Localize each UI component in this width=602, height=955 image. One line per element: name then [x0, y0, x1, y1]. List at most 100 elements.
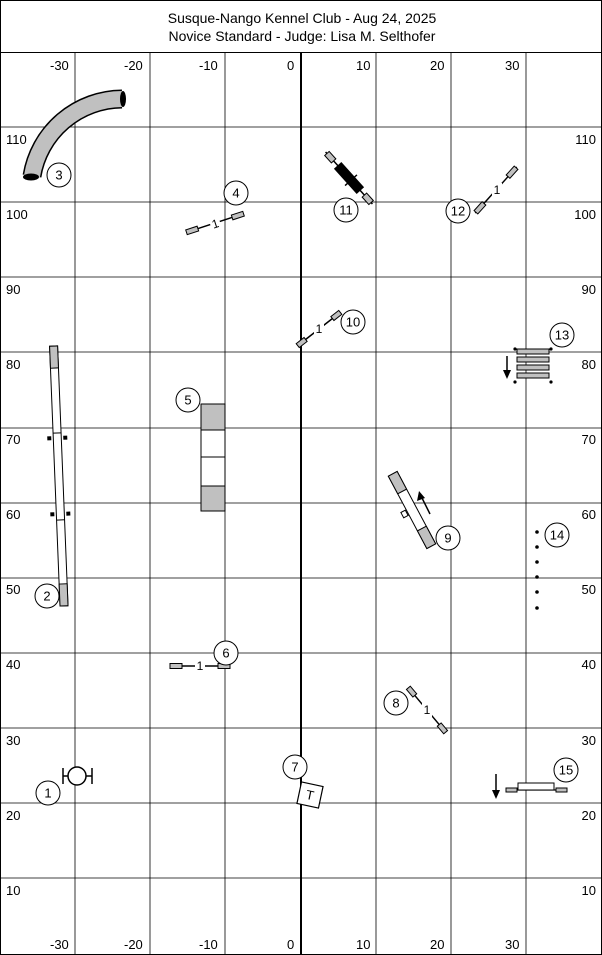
axis-top-label: 20 [430, 58, 444, 73]
obstacle-number-text: 10 [346, 315, 360, 330]
obstacle-number-text: 9 [444, 531, 451, 546]
axis-top-label: -30 [50, 58, 69, 73]
jump-label-backdrop [422, 703, 432, 717]
direction-arrow-icon [503, 356, 511, 379]
aframe-obstacle [200, 403, 226, 512]
obstacle-number-text: 4 [232, 186, 239, 201]
axis-left-label: 60 [6, 507, 20, 522]
direction-arrow-icon [417, 491, 431, 515]
axis-bottom: -30 -20 -10 0 10 20 30 [50, 937, 519, 952]
weave-poles-obstacle [535, 530, 539, 610]
wing-jump-obstacle [323, 150, 375, 206]
tunnel-obstacle [22, 89, 126, 181]
course-header: Susque-Nango Kennel Club - Aug 24, 2025 … [0, 0, 602, 52]
direction-arrow-icon [492, 774, 500, 799]
axis-bottom-label: -20 [124, 937, 143, 952]
obstacle-number-text: 3 [55, 168, 62, 183]
table-obstacle: T [296, 781, 324, 809]
axis-left-label: 40 [6, 657, 20, 672]
obstacle-number-text: 15 [559, 763, 573, 778]
broad-jump-obstacle [505, 782, 568, 793]
jump-height-label: 1 [424, 703, 431, 717]
axis-top-label: 10 [356, 58, 370, 73]
obstacle-number-1: 1 [35, 780, 61, 806]
obstacle-number-text: 6 [222, 646, 229, 661]
axis-top: -30 -20 -10 0 10 20 30 [50, 58, 519, 73]
obstacle-number-2: 2 [34, 583, 60, 609]
obstacle-number-text: 5 [184, 393, 191, 408]
axis-bottom-label: 30 [505, 937, 519, 952]
obstacle-number-13: 13 [549, 322, 575, 348]
obstacle-number-12: 12 [445, 198, 471, 224]
jump-label-backdrop [314, 322, 324, 336]
tire-obstacle [62, 766, 93, 786]
axis-bottom-label: -30 [50, 937, 69, 952]
obstacle-number-9: 9 [435, 525, 461, 551]
obstacle-number-text: 8 [392, 696, 399, 711]
obstacle-number-6: 6 [213, 640, 239, 666]
axis-top-label: 0 [287, 58, 294, 73]
obstacle-number-3: 3 [46, 162, 72, 188]
axis-right-label: 30 [582, 733, 596, 748]
axis-right-label: 100 [574, 207, 596, 222]
axis-left-label: 50 [6, 582, 20, 597]
axis-left: 110 100 90 80 70 60 50 40 30 20 10 [6, 132, 28, 898]
axis-bottom-label: -10 [199, 937, 218, 952]
axis-left-label: 30 [6, 733, 20, 748]
axis-right-label: 60 [582, 507, 596, 522]
axis-left-label: 100 [6, 207, 28, 222]
jump-height-label: 1 [210, 216, 221, 231]
table-label: T [305, 787, 316, 803]
axis-right: 110 100 90 80 70 60 50 40 30 20 10 [574, 132, 596, 898]
obstacle-number-5: 5 [175, 387, 201, 413]
obstacle-number-text: 14 [550, 528, 564, 543]
dogwalk-obstacle [47, 345, 71, 607]
axis-top-label: 30 [505, 58, 519, 73]
jump-height-label: 1 [197, 659, 204, 673]
axis-right-label: 40 [582, 657, 596, 672]
axis-left-label: 70 [6, 432, 20, 447]
axis-left-label: 110 [6, 132, 27, 147]
axis-top-label: -20 [124, 58, 143, 73]
axis-bottom-label: 10 [356, 937, 370, 952]
course-title: Susque-Nango Kennel Club - Aug 24, 2025 [167, 10, 437, 26]
axis-left-label: 80 [6, 357, 20, 372]
axis-bottom-label: 0 [287, 937, 294, 952]
obstacle-number-7: 7 [282, 754, 308, 780]
axis-top-label: -10 [199, 58, 218, 73]
jump-obstacle: 1 [185, 210, 245, 236]
jump-label-backdrop [492, 183, 502, 197]
axis-right-label: 90 [582, 282, 596, 297]
obstacle-number-text: 11 [339, 203, 353, 218]
grid-horizontal [0, 126, 602, 879]
course-subtitle: Novice Standard - Judge: Lisa M. Selthof… [168, 28, 436, 44]
panel-jump-obstacle [513, 347, 553, 384]
jump-height-label: 1 [494, 183, 501, 197]
obstacle-number-text: 2 [43, 589, 50, 604]
axis-bottom-label: 20 [430, 937, 444, 952]
axis-right-label: 70 [582, 432, 596, 447]
obstacle-number-10: 10 [340, 309, 366, 335]
axis-left-label: 90 [6, 282, 20, 297]
obstacle-number-14: 14 [544, 522, 570, 548]
obstacle-number-text: 7 [291, 760, 298, 775]
axis-left-label: 20 [6, 808, 20, 823]
axis-right-label: 10 [582, 883, 596, 898]
obstacle-number-text: 13 [555, 328, 569, 343]
course-diagram: -30 -20 -10 0 10 20 30 -30 -20 -10 0 10 … [0, 52, 602, 955]
jump-obstacle: 1 [169, 658, 231, 673]
axis-right-label: 80 [582, 357, 596, 372]
jump-height-label: 1 [316, 322, 323, 336]
axis-right-label: 110 [575, 132, 596, 147]
obstacle-number-text: 1 [44, 786, 51, 801]
axis-right-label: 20 [582, 808, 596, 823]
obstacle-number-4: 4 [223, 180, 249, 206]
obstacle-number-15: 15 [553, 757, 579, 783]
obstacle-number-8: 8 [383, 690, 409, 716]
teeter-obstacle [387, 470, 437, 550]
axis-right-label: 50 [582, 582, 596, 597]
axis-left-label: 10 [6, 883, 20, 898]
obstacle-number-text: 12 [451, 204, 465, 219]
obstacle-number-11: 11 [333, 197, 359, 223]
